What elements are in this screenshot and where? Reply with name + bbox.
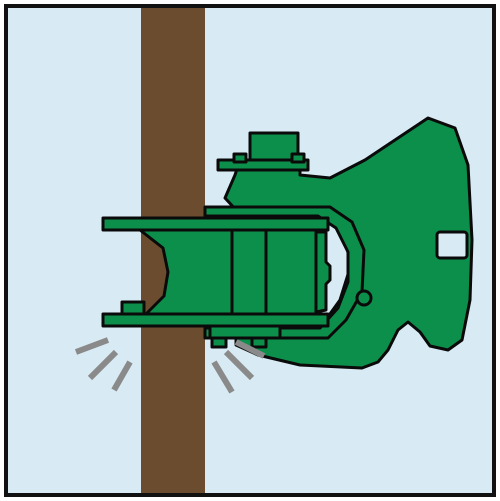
impact-lines-icon <box>74 337 266 394</box>
top-bolt-plate <box>216 158 310 172</box>
mount-slot-icon <box>435 230 469 260</box>
clamp-inner-frame <box>203 205 366 340</box>
upper-jaw-bar <box>101 216 330 232</box>
jaw-link-plate-1 <box>230 228 268 316</box>
lower-bolt-nut-right <box>250 336 268 349</box>
outer-frame <box>4 4 496 497</box>
jaw-link-tail <box>314 230 332 314</box>
pivot-pin-icon <box>355 289 373 307</box>
lower-bolt-plate <box>208 324 282 340</box>
grapple-attachment-icon <box>101 116 474 370</box>
lower-jaw-bar <box>101 312 330 328</box>
top-bolt-nut-left <box>232 152 248 164</box>
jaw-side-tab <box>120 300 146 316</box>
impact-line-right-1 <box>211 360 235 394</box>
impact-line-right-2 <box>223 349 255 381</box>
lower-bolt-nut-left <box>210 336 228 349</box>
top-bolt-nut-right <box>290 152 306 164</box>
impact-line-left-1 <box>74 337 110 355</box>
impact-line-right-3 <box>234 339 266 359</box>
jaw-link-plate-2 <box>264 228 318 316</box>
impact-line-left-2 <box>87 349 119 381</box>
impact-line-left-3 <box>111 360 133 392</box>
